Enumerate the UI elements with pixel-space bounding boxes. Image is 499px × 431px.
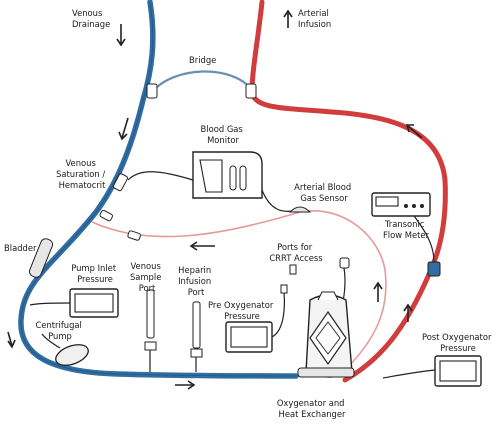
venous-outline (20, 1, 297, 377)
arterial-recirculation-line (91, 210, 387, 371)
label-blood-gas-monitor: Blood Gas Monitor (201, 124, 246, 145)
arrow-icon (189, 241, 215, 251)
pump-inlet-pressure-monitor (29, 288, 119, 318)
label-transonic-flow-meter: Transonic Flow Meter (383, 219, 430, 240)
arterial-blood-gas-sensor (288, 206, 312, 213)
transonic-flow-meter (371, 192, 431, 217)
label-venous-saturation: Venous Saturation / Hematocrit (56, 158, 108, 190)
arrow-icon (283, 9, 293, 28)
venous-tubing (18, 0, 299, 379)
label-arterial-infusion: Arterial Infusion (298, 8, 332, 29)
venous-bridge-segment (151, 70, 253, 93)
heparin-infusion-port (190, 301, 203, 372)
label-venous-drainage: Venous Drainage (72, 8, 110, 29)
label-post-oxygenator-pressure: Post Oxygenator Pressure (422, 332, 494, 353)
label-pump-inlet-pressure: Pump Inlet Pressure (71, 263, 119, 284)
label-pre-oxygenator-pressure: Pre Oxygenator Pressure (208, 300, 276, 321)
blood-gas-cable-venous (127, 171, 194, 181)
centrifugal-pump (41, 333, 89, 366)
venous-port-connectors (99, 209, 141, 241)
label-centrifugal-pump: Centrifugal Pump (35, 320, 84, 341)
venous-sample-port (144, 289, 157, 372)
blood-gas-monitor (127, 151, 299, 212)
label-heparin-infusion-port: Heparin Infusion Port (178, 265, 214, 297)
blood-gas-cable-arterial (261, 189, 299, 212)
label-ports-for-crrt: Ports for CRRT Access (269, 242, 322, 263)
arrow-icon (118, 117, 129, 141)
flow-arrows (7, 9, 423, 390)
pre-oxygenator-pressure-monitor (225, 284, 288, 353)
bridge-clamp-right (245, 83, 257, 99)
arrow-icon (403, 303, 413, 322)
label-oxygenator: Oxygenator and Heat Exchanger (277, 398, 347, 419)
blood-gas-monitor-screen (199, 159, 223, 193)
arrow-icon (7, 331, 16, 349)
oxygenator (297, 291, 355, 378)
diagram-labels: Venous Drainage Arterial Infusion Bridge… (4, 8, 494, 419)
arrow-icon (116, 24, 126, 47)
arrow-icon (175, 380, 196, 390)
blood-gas-slot-2 (239, 165, 247, 191)
label-venous-sample-port: Venous Sample Port (130, 261, 164, 293)
blood-gas-slot-1 (229, 165, 237, 191)
arrow-icon (373, 281, 383, 302)
label-arterial-blood-gas-sensor: Arterial Blood Gas Sensor (294, 182, 354, 203)
bridge-clamp-left (146, 83, 158, 99)
label-bladder: Bladder (4, 243, 37, 253)
bridge-connectors (146, 83, 257, 99)
label-bridge: Bridge (189, 55, 216, 65)
venous-saturation-sensor (112, 173, 128, 192)
post-oxygenator-pressure-monitor (382, 355, 482, 387)
arrow-icon (405, 124, 423, 139)
bladder (28, 238, 54, 278)
